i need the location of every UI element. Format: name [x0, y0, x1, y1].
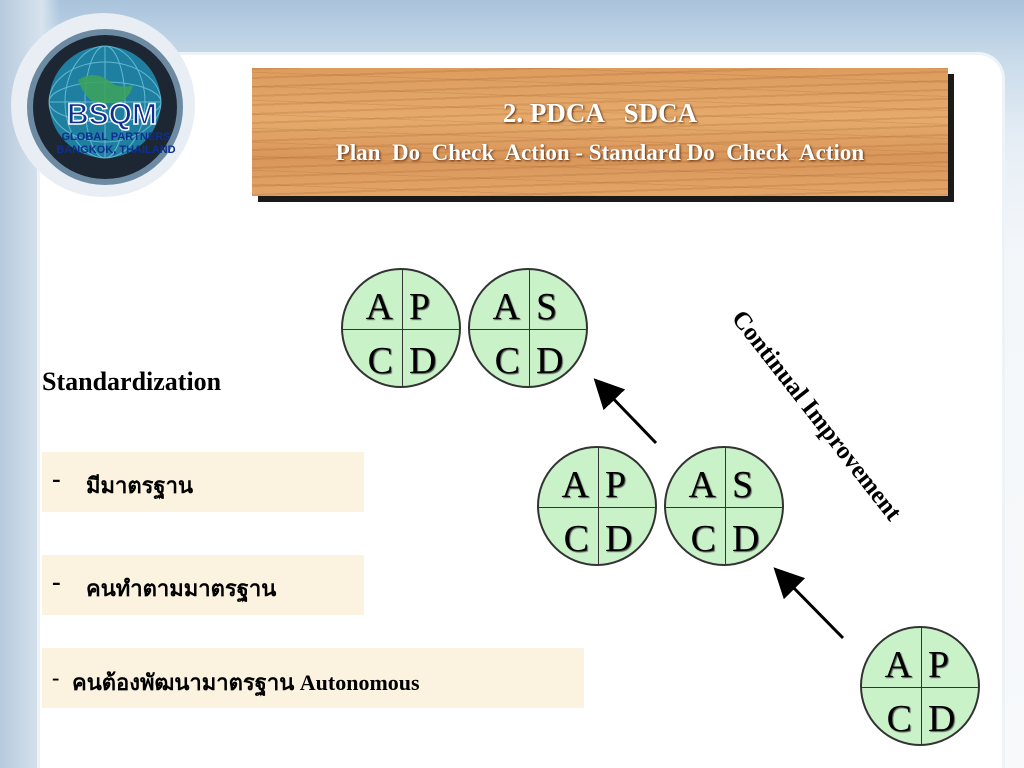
- pdca-cycle: A P C D: [341, 268, 461, 388]
- quadrant-action: A: [884, 644, 912, 686]
- quadrant-plan: P: [605, 464, 627, 506]
- bullet-item: - คนทำตามมาตรฐาน: [42, 555, 364, 615]
- quadrant-action: A: [688, 464, 716, 506]
- standardization-heading: Standardization: [42, 367, 222, 396]
- bullet-item: - คนต้องพัฒนามาตรฐาน Autonomous: [42, 648, 584, 708]
- quadrant-do: D: [605, 518, 633, 560]
- quadrant-standard: S: [732, 464, 754, 506]
- quadrant-check: C: [690, 518, 716, 560]
- quadrant-do: D: [536, 340, 564, 382]
- quadrant-check: C: [494, 340, 520, 382]
- quadrant-standard: S: [536, 286, 558, 328]
- logo-name: BSQM: [67, 98, 157, 131]
- slide-subtitle: Plan Do Check Action - Standard Do Check…: [335, 140, 865, 165]
- quadrant-do: D: [409, 340, 437, 382]
- logo-line1: GLOBAL PARTNERS: [62, 131, 171, 143]
- pdca-cycle: A P C D: [537, 446, 657, 566]
- quadrant-check: C: [367, 340, 393, 382]
- pdca-cycle: A P C D: [860, 626, 980, 746]
- quadrant-do: D: [928, 698, 956, 740]
- bullet-item: - มีมาตรฐาน: [42, 452, 364, 512]
- arrow-lower: [773, 567, 845, 640]
- arrow-upper: [593, 378, 658, 445]
- quadrant-action: A: [561, 464, 589, 506]
- quadrant-do: D: [732, 518, 760, 560]
- quadrant-action: A: [492, 286, 520, 328]
- bullet-dash: -: [52, 464, 61, 493]
- bullet-text: คนทำตามมาตรฐาน: [86, 576, 277, 601]
- bullet-dash: -: [52, 665, 60, 690]
- slide-title: 2. PDCA SDCA: [502, 98, 698, 128]
- quadrant-check: C: [563, 518, 589, 560]
- quadrant-plan: P: [928, 644, 950, 686]
- sdca-cycle: A S C D: [468, 268, 588, 388]
- sdca-cycle: A S C D: [664, 446, 784, 566]
- title-banner: 2. PDCA SDCA Plan Do Check Action - Stan…: [252, 68, 948, 196]
- bsqm-logo: BSQM GLOBAL PARTNERS BANGKOK, THAILAND: [11, 13, 195, 197]
- quadrant-action: A: [365, 286, 393, 328]
- bullet-dash: -: [52, 567, 61, 596]
- bullet-text: คนต้องพัฒนามาตรฐาน Autonomous: [72, 670, 420, 695]
- bullet-text: มีมาตรฐาน: [86, 473, 193, 498]
- logo-line2: BANGKOK, THAILAND: [56, 144, 175, 156]
- quadrant-plan: P: [409, 286, 431, 328]
- quadrant-check: C: [886, 698, 912, 740]
